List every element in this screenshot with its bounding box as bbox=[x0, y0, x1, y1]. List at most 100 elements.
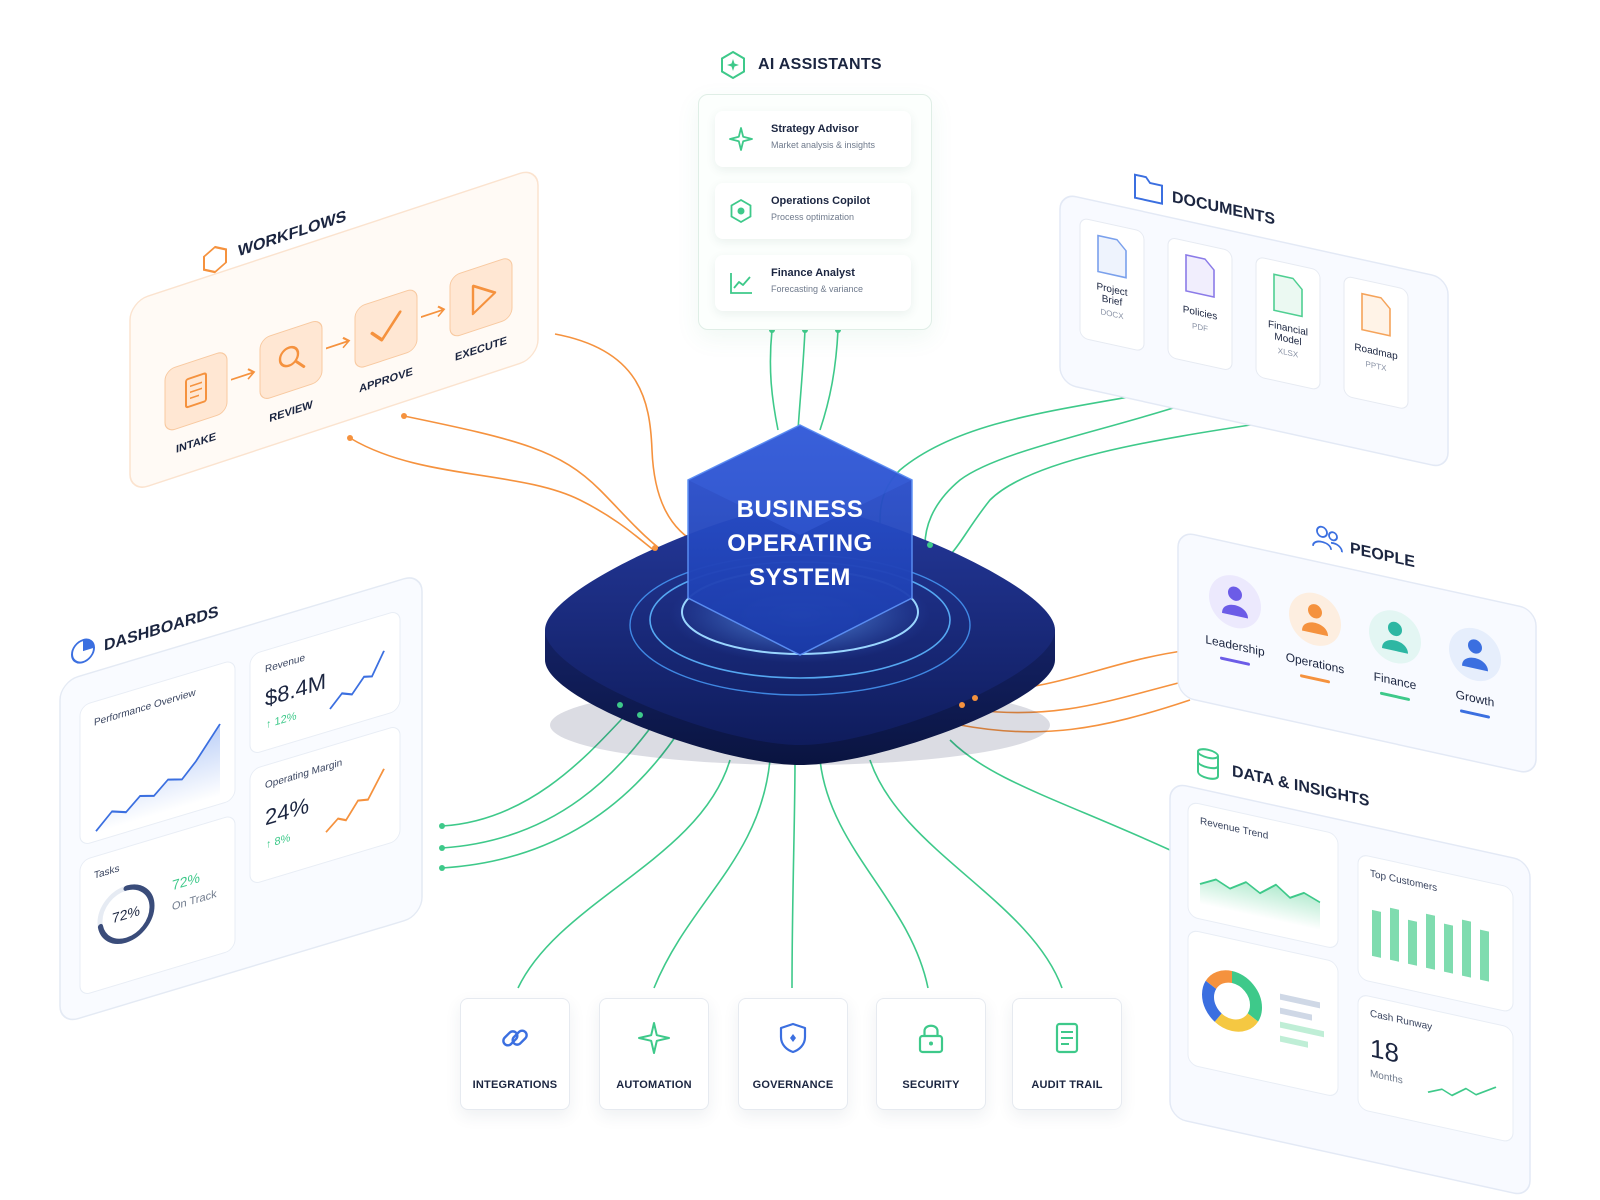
revenue-trend-line bbox=[1199, 878, 1321, 904]
connector-ai-2 bbox=[797, 329, 806, 431]
document-card[interactable]: Policies PDF bbox=[1167, 237, 1233, 371]
feature-governance[interactable]: GOVERNANCE bbox=[738, 998, 848, 1110]
people-panel: PEOPLE Leadership Operations Finance Gro… bbox=[1177, 525, 1537, 773]
connector-documents-3 bbox=[949, 421, 1271, 556]
legend-bars bbox=[1280, 993, 1324, 1048]
sparkle-icon bbox=[638, 1022, 670, 1054]
document-card[interactable]: Financial Model XLSX bbox=[1255, 256, 1321, 390]
connectors bbox=[347, 327, 1273, 989]
connector-ai-1 bbox=[769, 329, 779, 431]
document-name: Brief bbox=[1102, 293, 1123, 308]
people-icon bbox=[1312, 525, 1343, 553]
connector-automation bbox=[653, 759, 771, 989]
connector-documents-2 bbox=[924, 399, 1199, 546]
feature-label: GOVERNANCE bbox=[752, 1079, 834, 1091]
hub-title-line3: SYSTEM bbox=[749, 564, 851, 591]
feature-audit-trail[interactable]: AUDIT TRAIL bbox=[1012, 998, 1122, 1110]
check-icon bbox=[370, 310, 402, 342]
ai-assistants-card: Strategy Advisor Market analysis & insig… bbox=[698, 94, 932, 330]
presentation-icon bbox=[1361, 292, 1391, 337]
connector-dashboards-2 bbox=[441, 714, 661, 849]
feature-label: AUTOMATION bbox=[616, 1079, 692, 1091]
pie-chart-icon bbox=[71, 638, 95, 664]
folder-icon bbox=[1134, 173, 1163, 205]
connector-workflows-3 bbox=[349, 437, 661, 556]
revenue-card[interactable]: Revenue $8.4M ↑ 12% bbox=[249, 610, 401, 755]
assistant-description: Market analysis & insights bbox=[771, 140, 876, 150]
document-card[interactable]: Roadmap PPTX bbox=[1343, 276, 1409, 410]
feature-label: INTEGRATIONS bbox=[472, 1079, 558, 1091]
feature-label: AUDIT TRAIL bbox=[1031, 1079, 1103, 1091]
assistant-name: Finance Analyst bbox=[771, 267, 855, 279]
data-insights-panel: DATA & INSIGHTS Revenue Trend Top Custom… bbox=[1169, 748, 1531, 1195]
document-icon bbox=[1097, 234, 1127, 279]
shield-icon bbox=[779, 1022, 807, 1054]
ai-assistant-operations-copilot[interactable]: Operations Copilot Process optimization bbox=[715, 183, 911, 239]
revenue-sparkline bbox=[329, 650, 385, 710]
feature-automation[interactable]: AUTOMATION bbox=[599, 998, 709, 1110]
margin-sparkline bbox=[325, 768, 385, 833]
operating-margin-card[interactable]: Operating Margin 24% ↑ 8% bbox=[249, 725, 401, 885]
connector-security bbox=[819, 759, 929, 989]
top-customers-card[interactable]: Top Customers bbox=[1357, 854, 1514, 1013]
performance-overview-card[interactable]: Performance Overview bbox=[79, 660, 236, 847]
document-type: PDF bbox=[1192, 321, 1208, 333]
tasks-card[interactable]: Tasks 72% 72% On Track bbox=[79, 815, 236, 997]
connector-integrations bbox=[517, 759, 731, 989]
connector-governance bbox=[791, 759, 796, 989]
hexagon-sparkle-icon bbox=[721, 50, 745, 80]
arrow-icon bbox=[231, 305, 446, 381]
ai-assistants-header: AI ASSISTANTS bbox=[718, 48, 882, 82]
feature-integrations[interactable]: INTEGRATIONS bbox=[460, 998, 570, 1110]
ai-assistants-title: AI ASSISTANTS bbox=[758, 56, 882, 73]
clipboard-icon bbox=[1055, 1022, 1079, 1054]
tasks-progress-ring bbox=[97, 884, 155, 944]
performance-line bbox=[95, 723, 221, 832]
segments-card[interactable] bbox=[1187, 929, 1339, 1097]
connector-people-2 bbox=[974, 679, 1191, 714]
person-icon bbox=[1222, 586, 1248, 619]
top-customers-bars bbox=[1372, 907, 1489, 982]
assistant-description: Forecasting & variance bbox=[771, 284, 864, 294]
person-icon bbox=[1462, 639, 1488, 672]
hexagon-icon bbox=[730, 198, 752, 224]
document-icon bbox=[185, 372, 207, 409]
spreadsheet-icon bbox=[1273, 273, 1303, 318]
database-icon bbox=[1197, 748, 1219, 780]
document-icon bbox=[1185, 253, 1215, 299]
ai-assistant-finance-analyst[interactable]: Finance Analyst Forecasting & variance bbox=[715, 255, 911, 311]
cash-runway-value: 18 bbox=[1370, 1033, 1399, 1069]
hub-title-line1: BUSINESS bbox=[737, 496, 864, 523]
hexagon-icon bbox=[203, 245, 227, 274]
search-icon bbox=[278, 345, 306, 369]
document-card[interactable]: Project Brief DOCX bbox=[1079, 218, 1145, 352]
connector-dashboards-3 bbox=[441, 729, 681, 869]
central-hub: BUSINESS OPERATING SYSTEM bbox=[545, 424, 1055, 765]
cash-runway-card[interactable]: Cash Runway 18 Months bbox=[1357, 994, 1514, 1143]
documents-panel: DOCUMENTS Project Brief DOCX Policies PD… bbox=[1059, 173, 1449, 467]
link-icon bbox=[502, 1029, 528, 1047]
revenue-trend-card[interactable]: Revenue Trend bbox=[1187, 801, 1339, 949]
line-chart-icon bbox=[730, 273, 752, 294]
people-title: PEOPLE bbox=[1350, 539, 1415, 571]
connector-documents-1 bbox=[879, 389, 1169, 526]
dashboards-panel: DASHBOARDS Performance Overview Revenue … bbox=[59, 577, 423, 1021]
ai-assistant-strategy-advisor[interactable]: Strategy Advisor Market analysis & insig… bbox=[715, 111, 911, 167]
feature-security[interactable]: SECURITY bbox=[876, 998, 986, 1110]
connector-audit bbox=[869, 759, 1063, 989]
play-icon bbox=[471, 284, 497, 316]
donut-chart bbox=[1202, 970, 1262, 1032]
hub-title-line2: OPERATING bbox=[727, 530, 872, 557]
assistant-description: Process optimization bbox=[771, 212, 855, 222]
person-icon bbox=[1302, 604, 1328, 637]
connector-people-3 bbox=[959, 699, 1191, 733]
workflows-panel: WORKFLOWS INTAKE REVIEW APPROVE bbox=[129, 171, 539, 488]
feature-label: SECURITY bbox=[902, 1079, 960, 1091]
connector-workflows-2 bbox=[403, 415, 676, 561]
sparkle-icon bbox=[729, 127, 753, 151]
assistant-name: Strategy Advisor bbox=[771, 123, 859, 135]
connector-data bbox=[949, 739, 1171, 851]
lock-icon bbox=[918, 1024, 944, 1054]
cash-runway-sparkline bbox=[1427, 1086, 1497, 1097]
